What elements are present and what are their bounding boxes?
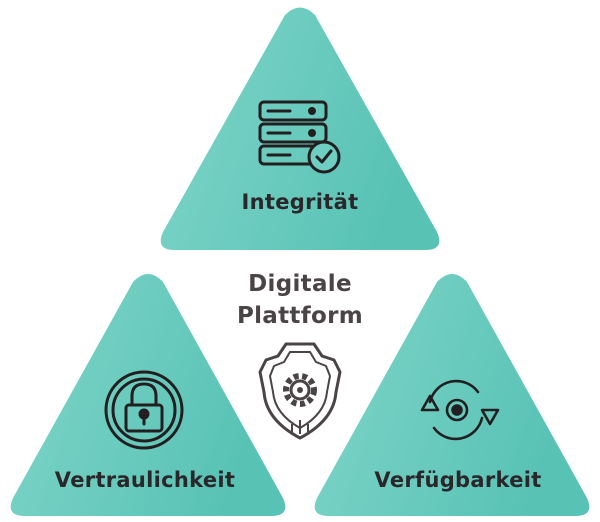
shield-gear-icon [258, 342, 342, 440]
padlock-icon [104, 370, 184, 450]
refresh-cycle-icon [420, 379, 500, 441]
triangle-verfuegbarkeit [314, 274, 590, 516]
center-title-line1: Digitale [248, 271, 352, 297]
center-title-line2: Plattform [236, 303, 364, 329]
center-title: Digitale Plattform [237, 268, 363, 332]
label-integritaet: Integrität [241, 190, 359, 214]
label-vertraulichkeit: Vertraulichkeit [54, 468, 236, 492]
server-check-icon [258, 100, 341, 174]
triangle-vertraulichkeit [10, 274, 286, 516]
triangle-integritaet [160, 7, 440, 250]
label-verfuegbarkeit: Verfügbarkeit [374, 468, 542, 492]
